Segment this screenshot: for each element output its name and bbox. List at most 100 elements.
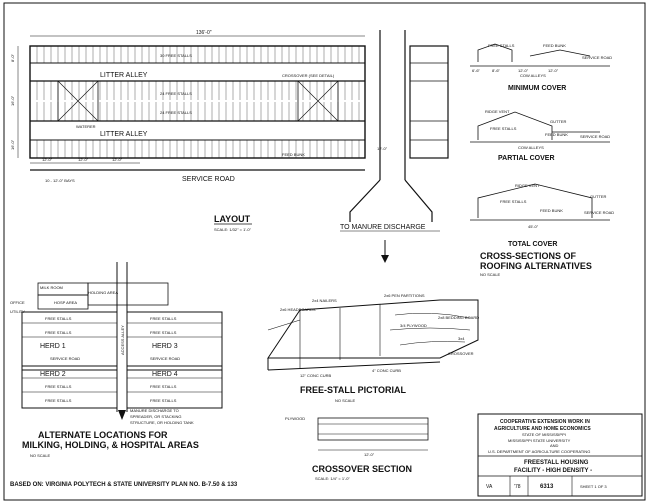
crossover-section-title: CROSSOVER SECTION bbox=[312, 464, 412, 474]
free-stalls-f: FREE STALLS bbox=[150, 384, 177, 389]
conc-curb-4-label: 4" CONC CURB bbox=[372, 368, 401, 373]
bays-note: 10 - 12'-0" BAYS bbox=[45, 178, 75, 183]
total-cover-section: RIDGE VENT GUTTER FREE STALLS FEED BUNK … bbox=[470, 183, 614, 248]
to-manure-label: TO MANURE DISCHARGE bbox=[340, 224, 426, 231]
bay-dim-2: 12'-0" bbox=[78, 157, 89, 162]
office-label: OFFICE bbox=[10, 300, 25, 305]
free-stalls-g: FREE STALLS bbox=[45, 398, 72, 403]
total-feed-bunk: FEED BUNK bbox=[540, 208, 563, 213]
min-dim-1: 6'-6" bbox=[472, 68, 481, 73]
sheet-border bbox=[3, 2, 646, 501]
crossover-plywood-label: PLYWOOD bbox=[285, 416, 305, 421]
litter-alley-top: LITTER ALLEY bbox=[100, 72, 148, 79]
free-stalls-e: FREE STALLS bbox=[45, 384, 72, 389]
cross-sections-heading-1: CROSS-SECTIONS OF bbox=[480, 251, 577, 261]
free-stall-pictorial: 2x4 NAILERS 2x6 PEN PARTITIONS 2x6 HEADB… bbox=[267, 293, 479, 403]
left-dim-1: 8'-0" bbox=[10, 53, 15, 62]
partitions-label: 2x6 PEN PARTITIONS bbox=[384, 293, 425, 298]
alternate-title-2: MILKING, HOLDING, & HOSPITAL AREAS bbox=[22, 440, 199, 450]
free-stalls-a: FREE STALLS bbox=[45, 316, 72, 321]
cross-sections: FREE STALLS FEED BUNK SERVICE ROAD COW A… bbox=[470, 43, 614, 277]
herd-1-label: HERD 1 bbox=[40, 343, 66, 350]
partial-cover-section: RIDGE VENT GUTTER FREE STALLS FEED BUNK … bbox=[470, 109, 610, 162]
plywood-pictorial-label: 3/4 PLYWOOD bbox=[400, 323, 427, 328]
waterer-label: WATERER bbox=[76, 124, 96, 129]
service-road-alt-a: SERVICE ROAD bbox=[50, 356, 80, 361]
free-stalls-b: FREE STALLS bbox=[150, 316, 177, 321]
min-label-free-stalls: FREE STALLS bbox=[488, 43, 515, 48]
manure-note-2: SPREADER, OR STACKING bbox=[130, 414, 182, 419]
free-stalls-24b: 24 FREE STALLS bbox=[160, 110, 192, 115]
crossover-section: PLYWOOD 12'-0" CROSSOVER SECTION SCALE: … bbox=[285, 416, 429, 481]
drawing-title-1: FREESTALL HOUSING bbox=[524, 460, 589, 466]
layout-plan: 136'-0" 12'-0" 12'-0" 12'-0" 10 - bbox=[10, 30, 449, 263]
manure-note-3: STRUCTURE, OR HOLDING TANK bbox=[130, 420, 194, 425]
tb-line-2: AGRICULTURE AND HOME ECONOMICS bbox=[494, 426, 591, 432]
free-stalls-h: FREE STALLS bbox=[150, 398, 177, 403]
partial-cover-title: PARTIAL COVER bbox=[498, 155, 555, 162]
free-stalls-24a: 24 FREE STALLS bbox=[160, 91, 192, 96]
cross-sections-no-scale: NO SCALE bbox=[480, 272, 501, 277]
total-free-stalls: FREE STALLS bbox=[500, 199, 527, 204]
partial-service-road: SERVICE ROAD bbox=[580, 134, 610, 139]
left-dim-2: 16'-0" bbox=[10, 95, 15, 106]
service-road-label: SERVICE ROAD bbox=[182, 176, 235, 183]
min-dim-3: 12'-0" bbox=[518, 68, 529, 73]
total-dim: 45'-0" bbox=[528, 224, 539, 229]
free-stalls-d: FREE STALLS bbox=[150, 330, 177, 335]
tb-line-3: STATE OF MISSISSIPPI bbox=[522, 432, 566, 437]
total-ridge-vent: RIDGE VENT bbox=[515, 183, 540, 188]
three-x4-label: 3x4 bbox=[458, 336, 465, 341]
pictorial-title: FREE-STALL PICTORIAL bbox=[300, 385, 407, 395]
tb-line-1: COOPERATIVE EXTENSION WORK IN bbox=[500, 419, 590, 425]
utility-label: UTILITY bbox=[10, 309, 25, 314]
cross-sections-heading-2: ROOFING ALTERNATIVES bbox=[480, 261, 592, 271]
alternate-locations-plan: MILK ROOM HOLDING AREA HOSP AREA OFFICE … bbox=[10, 262, 223, 458]
min-label-cow-alleys: COW ALLEYS bbox=[520, 73, 546, 78]
tb-sheet: SHEET 1 OF 3 bbox=[580, 484, 607, 489]
partial-cow-alleys: COW ALLEYS bbox=[518, 145, 544, 150]
nailers-label: 2x4 NAILERS bbox=[312, 298, 337, 303]
min-dim-2: 8'-6" bbox=[492, 68, 501, 73]
alternate-no-scale: NO SCALE bbox=[30, 453, 51, 458]
bay-dim-1: 12'-0" bbox=[42, 157, 53, 162]
free-stalls-c: FREE STALLS bbox=[45, 330, 72, 335]
tb-line-4: MISSISSIPPI STATE UNIVERSITY bbox=[508, 438, 571, 443]
headboards-label: 2x6 HEADBOARDS bbox=[280, 307, 316, 312]
litter-alley-bottom: LITTER ALLEY bbox=[100, 131, 148, 138]
bay-dim-3: 12'-0" bbox=[112, 157, 123, 162]
milk-room-label: MILK ROOM bbox=[40, 285, 63, 290]
partial-free-stalls: FREE STALLS bbox=[490, 126, 517, 131]
conc-curb-12-label: 12" CONC CURB bbox=[300, 373, 332, 378]
total-gutter: GUTTER bbox=[590, 194, 607, 199]
layout-title: LAYOUT bbox=[214, 214, 251, 224]
minimum-cover-title: MINIMUM COVER bbox=[508, 85, 566, 92]
feed-bunk-label: FEED BUNK bbox=[282, 152, 305, 157]
lane-dim: 12'-0" bbox=[377, 146, 388, 151]
overall-dimension: 136'-0" bbox=[196, 30, 212, 36]
access-alley-label: ACCESS ALLEY bbox=[120, 325, 125, 355]
pictorial-no-scale: NO SCALE bbox=[335, 398, 356, 403]
title-block: COOPERATIVE EXTENSION WORK IN AGRICULTUR… bbox=[477, 413, 643, 497]
total-cover-title: TOTAL COVER bbox=[508, 241, 557, 248]
partial-gutter: GUTTER bbox=[550, 119, 567, 124]
tb-state: VA bbox=[486, 484, 493, 490]
left-dim-3: 16'-0" bbox=[10, 139, 15, 150]
min-label-feed-bunk: FEED BUNK bbox=[543, 43, 566, 48]
crossover-section-scale: SCALE: 1/4" = 1'-0" bbox=[315, 476, 350, 481]
tb-line-6: U.S. DEPARTMENT OF AGRICULTURE COOPERATI… bbox=[488, 449, 590, 454]
tb-year: '78 bbox=[514, 484, 521, 490]
drawing-title-2: FACILITY - HIGH DENSITY - bbox=[514, 468, 592, 474]
alternate-title-1: ALTERNATE LOCATIONS FOR bbox=[38, 430, 168, 440]
tb-line-5: AND bbox=[550, 443, 559, 448]
crossover-label: CROSSOVER (SEE DETAIL) bbox=[282, 73, 335, 78]
partial-feed-bunk: FEED BUNK bbox=[545, 132, 568, 137]
herd-4-label: HERD 4 bbox=[152, 371, 178, 378]
layout-scale: SCALE: 1/32" = 1'-0" bbox=[214, 227, 252, 232]
herd-3-label: HERD 3 bbox=[152, 343, 178, 350]
partial-ridge-vent: RIDGE VENT bbox=[485, 109, 510, 114]
manure-note-1: MANURE DISCHARGE TO bbox=[130, 408, 179, 413]
bedding-board-label: 2x8 BEDDING BOARD bbox=[438, 315, 479, 320]
total-service-road: SERVICE ROAD bbox=[584, 210, 614, 215]
